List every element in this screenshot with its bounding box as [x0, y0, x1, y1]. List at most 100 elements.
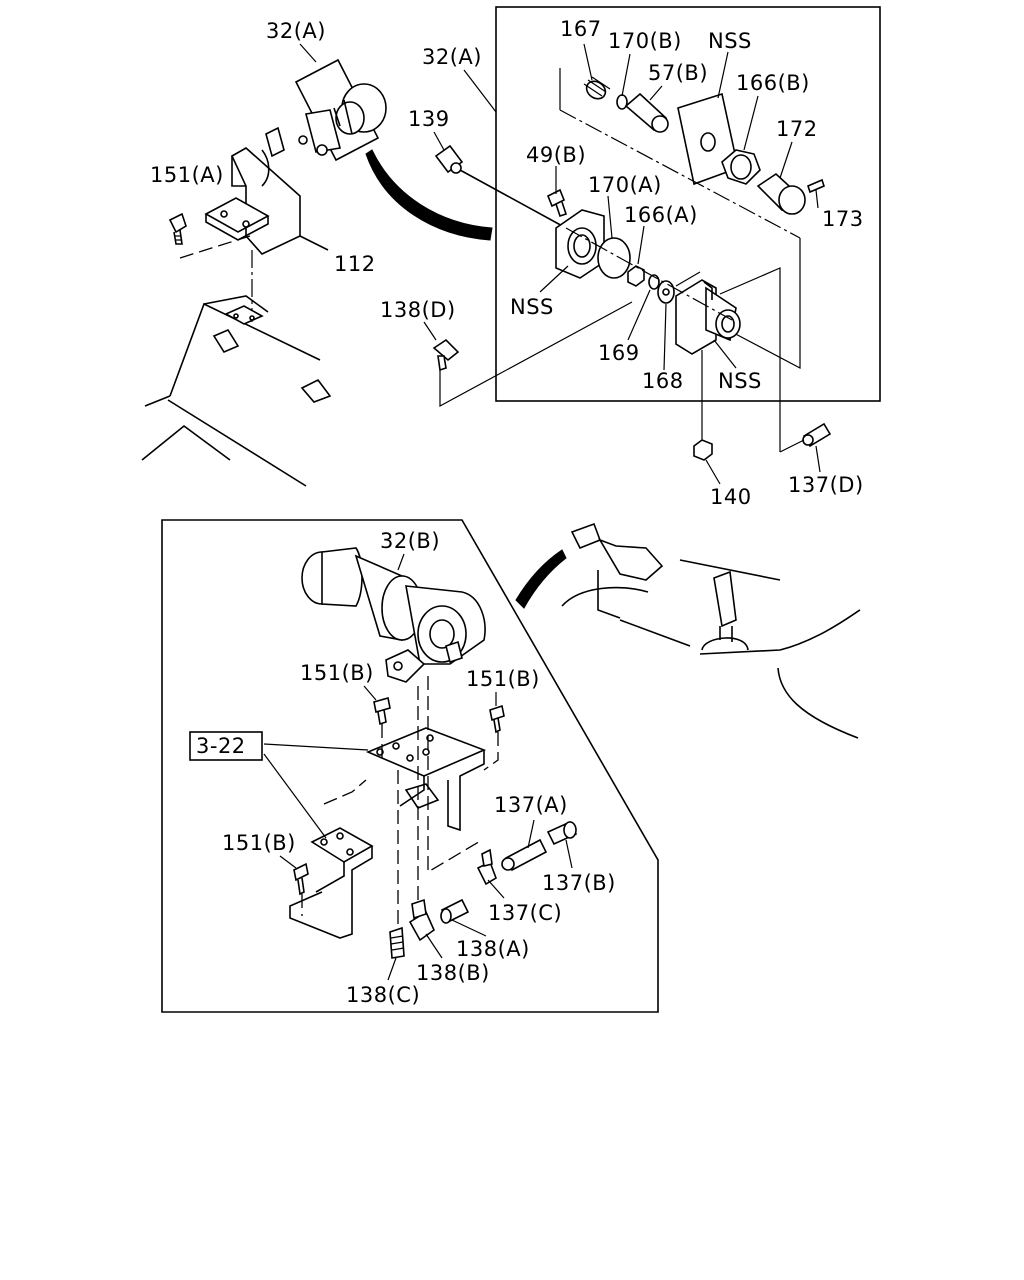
bolt-151b-lower [293, 862, 309, 896]
leader-151b-right-v [483, 732, 499, 771]
label-138c: 138(C) [346, 983, 420, 1007]
component-172 [756, 172, 806, 215]
label-151b-right: 151(B) [466, 667, 540, 691]
leader-138d [423, 321, 437, 341]
label-nss-plate: NSS [708, 29, 752, 53]
leader-32b [397, 553, 405, 571]
label-112: 112 [334, 252, 376, 276]
fitting-137d [802, 422, 832, 448]
leader-137a [527, 819, 535, 849]
callout-arrow-bottom [515, 549, 567, 609]
leader-32a-top [299, 43, 317, 63]
axis-upper-right [727, 238, 801, 369]
callout-arrow-top [365, 149, 493, 241]
component-139 [434, 144, 464, 174]
label-173: 173 [822, 207, 864, 231]
component-173 [807, 178, 825, 194]
axis-lower [565, 227, 733, 321]
label-137b: 137(B) [542, 871, 616, 895]
oring-170a [597, 237, 631, 279]
inset-frame [161, 519, 659, 1013]
label-32a-box: 32(A) [422, 45, 482, 69]
label-3-22: 3-22 [196, 734, 246, 758]
leader-57b [649, 85, 663, 101]
component-167 [583, 76, 611, 100]
component-166a [627, 265, 645, 287]
leader-167 [583, 43, 593, 81]
axis-lower-b [719, 267, 781, 452]
leader-140-label [705, 459, 721, 485]
leader-151b-lower [279, 855, 297, 869]
valve-32b [301, 547, 486, 683]
leader-166a [637, 225, 645, 265]
cab-context [561, 522, 861, 739]
leader-32a-box [463, 69, 497, 113]
axis-lower-a [675, 271, 701, 287]
leader-138a [451, 919, 487, 937]
label-138a: 138(A) [456, 937, 530, 961]
leader-170b [621, 53, 631, 97]
bracket-upper [365, 727, 487, 832]
leader-169 [627, 289, 651, 341]
leader-3-22-a [263, 743, 369, 751]
fitting-137a [501, 838, 548, 872]
floor-panel [141, 295, 332, 487]
leader-138b [425, 933, 443, 959]
bracket-lower [289, 827, 374, 939]
leader-166b [743, 95, 759, 151]
leader-137d [815, 445, 821, 473]
label-138d: 138(D) [380, 298, 456, 322]
leader-139 [433, 131, 445, 151]
leader-112 [299, 235, 329, 251]
label-nss-body: NSS [718, 369, 762, 393]
valve-body-nss [675, 279, 741, 355]
label-32a-top: 32(A) [266, 19, 326, 43]
leader-nss-body [713, 339, 737, 369]
fitting-137c [476, 848, 497, 886]
leader-151a [179, 235, 251, 259]
leader-3-22-b [263, 753, 327, 839]
leader-valve-v [427, 676, 483, 874]
fitting-138a [440, 898, 470, 924]
label-166a: 166(A) [624, 203, 698, 227]
label-170a: 170(A) [588, 173, 662, 197]
leader-151b-left [363, 685, 377, 701]
valve-32a-assembly [294, 58, 387, 162]
label-151b-left: 151(B) [300, 661, 374, 685]
exploded-view-frame [495, 6, 881, 402]
fitting-137b [546, 820, 578, 846]
leader-138d-path [439, 301, 633, 408]
label-137c: 137(C) [488, 901, 562, 925]
nut-140 [693, 439, 713, 461]
leader-137d-line [779, 439, 805, 453]
label-137d: 137(D) [788, 473, 864, 497]
flange-nss [555, 209, 605, 279]
bracket-112 [204, 126, 301, 255]
label-172: 172 [776, 117, 818, 141]
label-168: 168 [642, 369, 684, 393]
washer-168 [657, 280, 675, 304]
label-32b: 32(B) [380, 529, 440, 553]
bolt-151b-right [489, 704, 505, 734]
leader-nss-plate [717, 51, 729, 99]
leader-nss-flange [539, 265, 569, 293]
fitting-138c [389, 926, 405, 959]
leader-172 [779, 141, 793, 179]
leader-139-line [459, 169, 567, 229]
leader-168 [663, 303, 667, 371]
label-49b: 49(B) [526, 143, 586, 167]
component-170b [616, 94, 628, 110]
label-151a: 151(A) [150, 163, 224, 187]
label-166b: 166(B) [736, 71, 810, 95]
leader-170a [607, 195, 613, 239]
bolt-151b-left [373, 696, 391, 726]
label-140: 140 [710, 485, 752, 509]
label-138b: 138(B) [416, 961, 490, 985]
label-137a: 137(A) [494, 793, 568, 817]
label-169: 169 [598, 341, 640, 365]
label-nss-flange: NSS [510, 295, 554, 319]
leader-137c [487, 879, 505, 899]
leader-173 [815, 189, 819, 209]
label-170b: 170(B) [608, 29, 682, 53]
